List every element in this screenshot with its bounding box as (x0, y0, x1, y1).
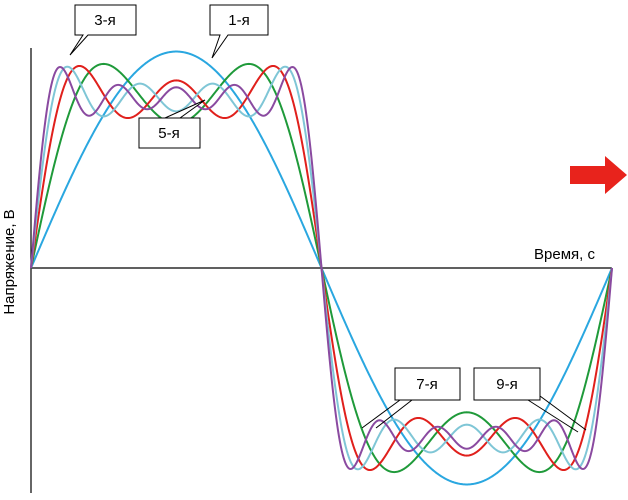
callout-7-pointer-b (375, 399, 413, 429)
right-arrow-icon (570, 156, 627, 194)
callout-1: 1-я (209, 4, 269, 59)
series-group (30, 50, 613, 486)
callout-5: 5-я (138, 99, 206, 149)
callout-1-label: 1-я (228, 12, 249, 29)
callout-9-pointer-b (539, 395, 587, 431)
y-axis-label: Напряжение, В (1, 209, 18, 314)
callout-7-label: 7-я (416, 376, 437, 393)
callout-3-box (69, 4, 137, 56)
callout-7-pointer-a (361, 399, 401, 429)
callout-3-label: 3-я (94, 12, 115, 29)
x-axis-label: Время, с (534, 246, 595, 263)
callout-7-box (394, 367, 461, 401)
callout-1-box (209, 4, 269, 59)
callout-7: 7-я (361, 367, 461, 429)
callout-9: 9-я (473, 367, 587, 433)
callout-9-label: 9-я (496, 376, 517, 393)
callout-9-pointer-a (527, 399, 579, 433)
callout-5-box (138, 99, 206, 149)
callout-9-box (473, 367, 541, 401)
series-line-9 (30, 65, 613, 471)
callout-3: 3-я (69, 4, 137, 56)
callout-5-label: 5-я (158, 125, 179, 142)
